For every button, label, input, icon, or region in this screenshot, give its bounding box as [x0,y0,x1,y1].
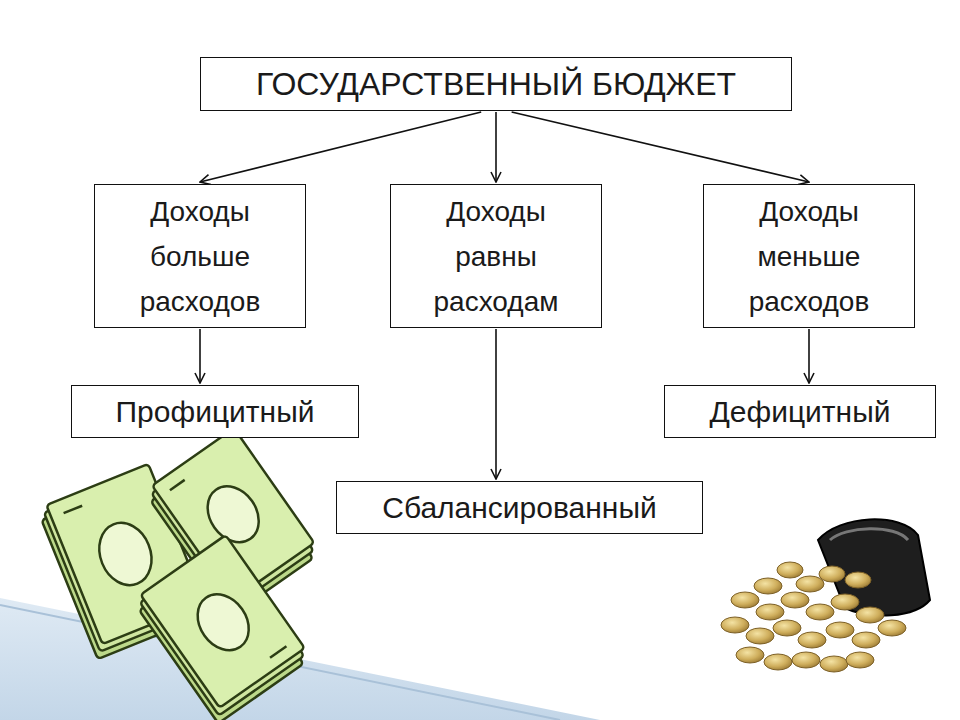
node-label: Доходы меньше расходов [728,189,890,324]
node-label: Сбалансированный [382,489,656,527]
node-label: Доходы равны расходам [415,189,577,324]
purse-coins-picture [721,519,930,672]
node-label: Дефицитный [709,393,890,431]
node-label: Профицитный [116,393,315,431]
arrow-connector [199,329,201,383]
condition-box: Доходы равны расходам [390,184,602,328]
result-box: Сбалансированный [336,481,703,534]
arrow-connector [200,112,481,182]
budget-box: ГОСУДАРСТВЕННЫЙ БЮДЖЕТ [200,57,792,111]
node-label: ГОСУДАРСТВЕННЫЙ БЮДЖЕТ [256,64,736,104]
arrow-connector [495,112,497,182]
condition-box: Доходы меньше расходов [703,184,915,328]
result-box: Профицитный [71,385,359,438]
arrow-connector [495,329,497,479]
arrow-connector [512,112,809,182]
condition-box: Доходы больше расходов [94,184,306,328]
arrow-connector [808,329,810,383]
result-box: Дефицитный [664,385,936,438]
banknotes-picture [37,428,321,720]
node-label: Доходы больше расходов [119,189,281,324]
